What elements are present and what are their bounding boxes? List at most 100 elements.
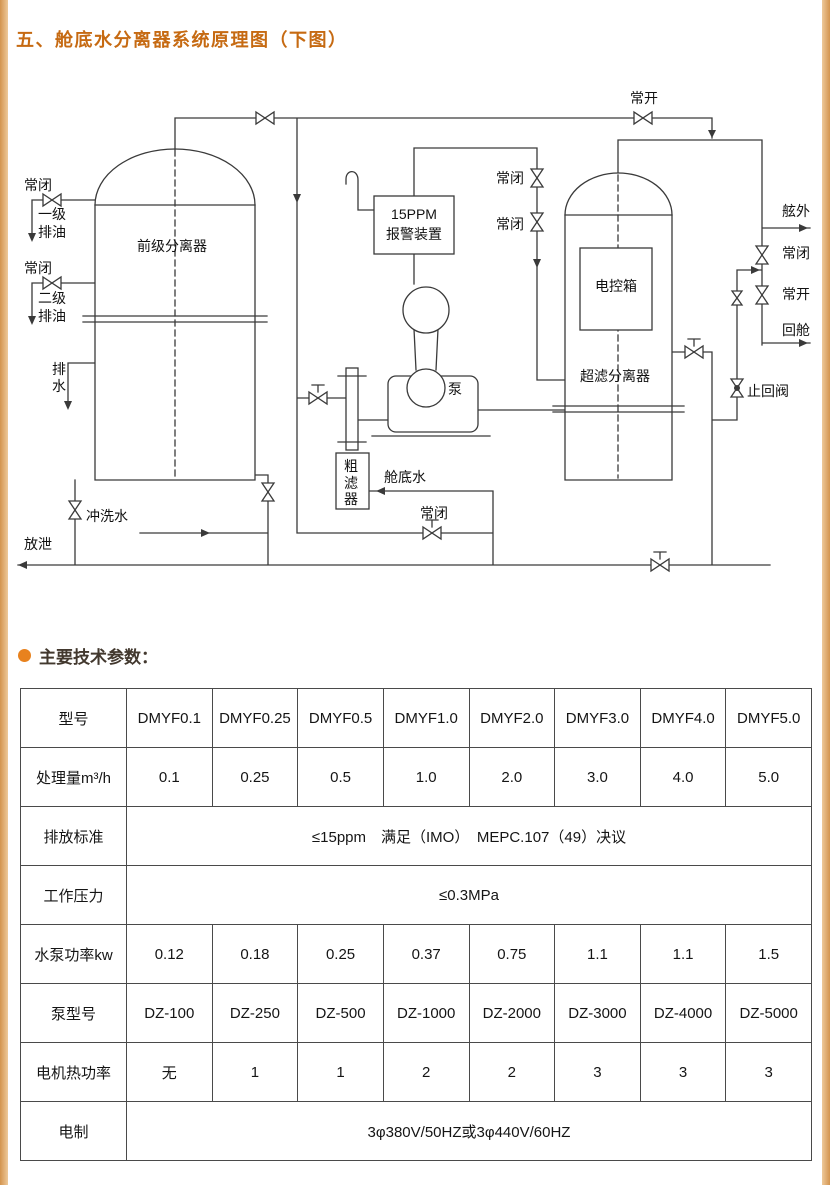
system-schematic: 常开 常闭 一级排油 常闭 二级排油 前级分离器 排水 冲洗水 放泄 15PPM… (10, 80, 820, 610)
row-label: 处理量m³/h (20, 747, 127, 807)
valve-icon (308, 390, 328, 406)
valve-icon (633, 110, 653, 126)
row-label: 电制 (20, 1101, 127, 1161)
arrow-icon (293, 194, 301, 203)
cell: DMYF0.25 (211, 688, 299, 748)
cell: 3.0 (554, 747, 641, 807)
coarse-filter-box (335, 452, 370, 510)
arrow-icon (376, 487, 385, 495)
table-row: 泵型号 DZ-100 DZ-250 DZ-500 DZ-1000 DZ-2000… (20, 983, 812, 1043)
row-label: 电机热功率 (20, 1042, 127, 1102)
table-row: 电制 3φ380V/50HZ或3φ440V/60HZ (20, 1101, 812, 1161)
page-border-right (822, 0, 830, 1185)
filter-column-flanges (337, 375, 367, 443)
label-upper-closed-2: 常闭 (496, 216, 524, 232)
page-border-left (0, 0, 8, 1185)
cell: 1.0 (382, 747, 470, 807)
label-oil-discharge-1: 一级排油 (38, 206, 66, 240)
valve-icon (684, 344, 704, 360)
cell: 0.25 (297, 924, 384, 984)
cell: 0.75 (468, 924, 556, 984)
cell: DMYF0.5 (297, 688, 384, 748)
cell: DZ-4000 (639, 983, 727, 1043)
cell: 2.0 (468, 747, 556, 807)
arrow-icon (64, 401, 72, 410)
label-oil-discharge-2: 二级排油 (38, 290, 66, 324)
cell: DZ-500 (297, 983, 384, 1043)
row-label: 泵型号 (20, 983, 127, 1043)
cell: 4.0 (639, 747, 727, 807)
arrow-icon (799, 224, 808, 232)
label-bilge-water: 舱底水 (384, 469, 426, 485)
table-row: 电机热功率 无 1 1 2 2 3 3 3 (20, 1042, 812, 1102)
cell-span: ≤15ppm 满足（IMO） MEPC.107（49）决议 (126, 806, 812, 866)
cell: 2 (382, 1042, 470, 1102)
schematic-svg (17, 110, 811, 573)
cell: DMYF0.1 (126, 688, 213, 748)
row-label: 排放标准 (20, 806, 127, 866)
params-heading-text: 主要技术参数： (39, 648, 158, 667)
valve-icon (42, 275, 62, 291)
cell: 0.37 (382, 924, 470, 984)
valve-icon (260, 482, 276, 502)
label-pre-separator: 前级分离器 (137, 238, 207, 254)
cell: 0.25 (211, 747, 299, 807)
table-row: 处理量m³/h 0.1 0.25 0.5 1.0 2.0 3.0 4.0 5.0 (20, 747, 812, 807)
valve-icon (754, 285, 770, 305)
cell: 1.1 (554, 924, 641, 984)
cell: 3 (554, 1042, 641, 1102)
cell: DZ-3000 (554, 983, 641, 1043)
cell: DMYF3.0 (554, 688, 641, 748)
valve-icon (67, 500, 83, 520)
check-valve-dot (734, 385, 740, 391)
bullet-icon (18, 649, 31, 662)
specs-table: 型号 DMYF0.1 DMYF0.25 DMYF0.5 DMYF1.0 DMYF… (20, 688, 812, 1161)
alarm-device-label: 报警装置 (386, 226, 442, 242)
label-overboard-closed: 常闭 (782, 245, 810, 261)
cell: DMYF1.0 (382, 688, 470, 748)
label-drain-outlet: 放泄 (24, 536, 52, 552)
cell: 3 (639, 1042, 727, 1102)
pump-wheel (406, 368, 446, 408)
label-return-cabin: 回舱 (782, 322, 810, 338)
row-label: 工作压力 (20, 865, 127, 925)
table-row: 水泵功率kw 0.12 0.18 0.25 0.37 0.75 1.1 1.1 … (20, 924, 812, 984)
belt-lines (413, 328, 439, 371)
cell: DMYF2.0 (468, 688, 556, 748)
control-box (579, 247, 653, 331)
cell: 1 (211, 1042, 299, 1102)
table-row: 型号 DMYF0.1 DMYF0.25 DMYF0.5 DMYF1.0 DMYF… (20, 688, 812, 748)
cell: 3 (725, 1042, 812, 1102)
page-title: 五、舱底水分离器系统原理图（下图） (16, 30, 348, 50)
label-bypass-closed: 常闭 (420, 505, 448, 521)
cell: 0.1 (126, 747, 213, 807)
arrow-icon (28, 233, 36, 242)
valve-icon (754, 245, 770, 265)
cell-span: 3φ380V/50HZ或3φ440V/60HZ (126, 1101, 812, 1161)
cell: DMYF5.0 (725, 688, 812, 748)
valve-stems (311, 338, 701, 560)
label-return-open: 常开 (782, 286, 810, 302)
arrow-icon (751, 266, 760, 274)
valve-icon (650, 557, 670, 573)
label-upper-closed-1: 常闭 (496, 170, 524, 186)
row-label: 水泵功率kw (20, 924, 127, 984)
valve-icon (730, 290, 744, 306)
arrow-icon (533, 259, 541, 268)
label-check-valve: 止回阀 (747, 383, 789, 399)
alarm-ppm-label: 15PPM (391, 206, 437, 222)
cell: DMYF4.0 (639, 688, 727, 748)
label-top-open-valve: 常开 (630, 90, 658, 106)
cell: 0.12 (126, 924, 213, 984)
arrow-icon (201, 529, 210, 537)
valve-icon (529, 168, 545, 188)
valve-icons (42, 110, 770, 573)
cell: 无 (126, 1042, 213, 1102)
cell: DZ-2000 (468, 983, 556, 1043)
alarm-box (373, 195, 455, 255)
valve-icon (422, 525, 442, 541)
cell: 0.18 (211, 924, 299, 984)
pump-assembly (387, 286, 479, 433)
arrow-icon (799, 339, 808, 347)
label-pump: 泵 (448, 381, 462, 397)
